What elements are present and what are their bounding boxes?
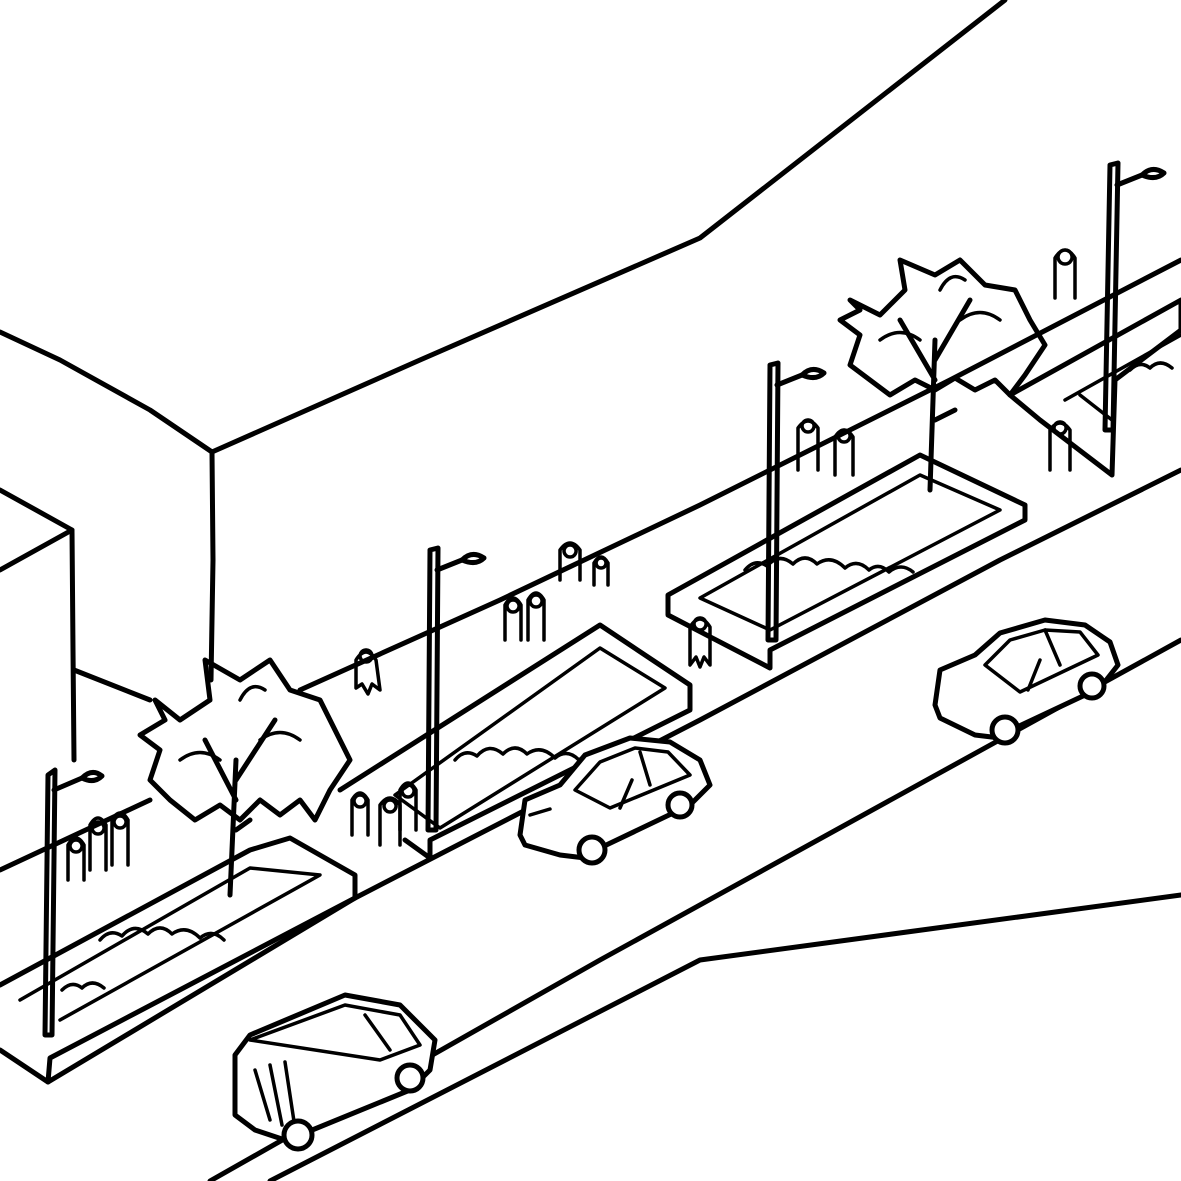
street-lamp-3 — [765, 360, 827, 643]
street-lamp-2 — [425, 545, 487, 833]
car-right — [932, 617, 1121, 746]
van-front — [232, 992, 438, 1152]
building — [0, 0, 1008, 763]
tree-right — [837, 257, 1048, 493]
street-lamp-4 — [1102, 160, 1167, 433]
pedestrian-group-4 — [503, 591, 546, 642]
pedestrian-group-7 — [796, 418, 855, 477]
pedestrian-9 — [1053, 248, 1077, 300]
pedestrian-8 — [1048, 420, 1072, 472]
street-lamp-1 — [42, 767, 105, 1038]
pedestrian-6 — [688, 616, 712, 669]
pedestrian-group-3 — [350, 781, 418, 847]
tree-left — [137, 657, 353, 898]
pedestrian-group-1 — [66, 811, 130, 882]
pedestrian-2 — [354, 648, 382, 696]
planter-1 — [0, 835, 358, 1085]
pedestrians — [66, 248, 1077, 882]
pedestrian-group-5 — [558, 541, 610, 587]
planter-3 — [665, 452, 1028, 671]
car-middle — [517, 735, 713, 866]
